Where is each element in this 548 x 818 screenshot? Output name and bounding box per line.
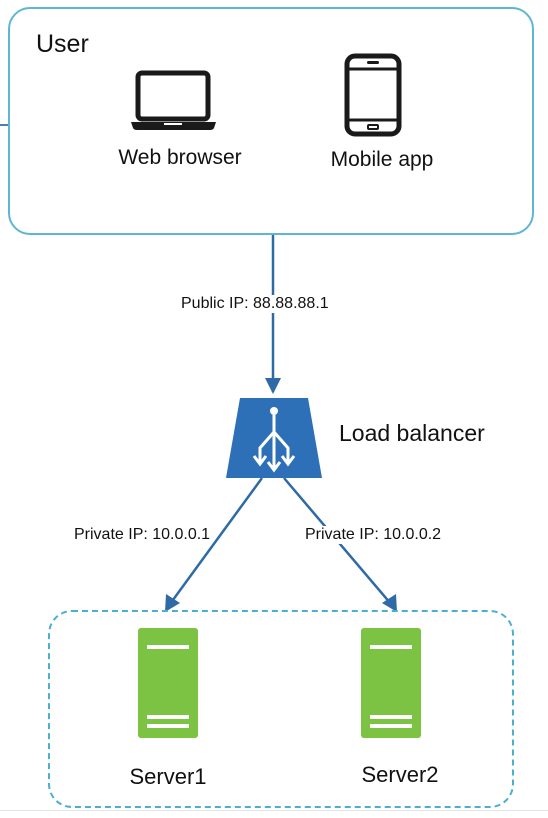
- left-connector-stub: [0, 124, 10, 126]
- private-connection-arrowhead-1: [165, 594, 180, 612]
- public-ip-label: Public IP: 88.88.88.1: [179, 295, 331, 313]
- user-container: [8, 7, 534, 235]
- server1-icon: [138, 628, 198, 738]
- server2-label: Server2: [361, 762, 439, 787]
- load-balancer-icon: [226, 398, 322, 478]
- private-connection-arrowhead-2: [382, 594, 397, 612]
- private-ip-1-label: Private IP: 10.0.0.1: [72, 526, 213, 544]
- public-connection-arrowhead: [265, 378, 281, 394]
- web-browser-label: Web browser: [118, 146, 242, 169]
- laptop-icon: [130, 70, 218, 137]
- private-connection-line-1: [168, 477, 264, 605]
- server2-icon: [361, 628, 421, 738]
- bottom-divider: [0, 810, 548, 811]
- load-balancer-label: Load balancer: [339, 420, 485, 446]
- private-ip-2-label: Private IP: 10.0.0.2: [303, 526, 444, 544]
- server1-label: Server1: [129, 764, 207, 789]
- user-title: User: [36, 30, 89, 58]
- server-group: [48, 610, 514, 808]
- phone-icon: [344, 53, 402, 142]
- mobile-app-label: Mobile app: [330, 148, 434, 171]
